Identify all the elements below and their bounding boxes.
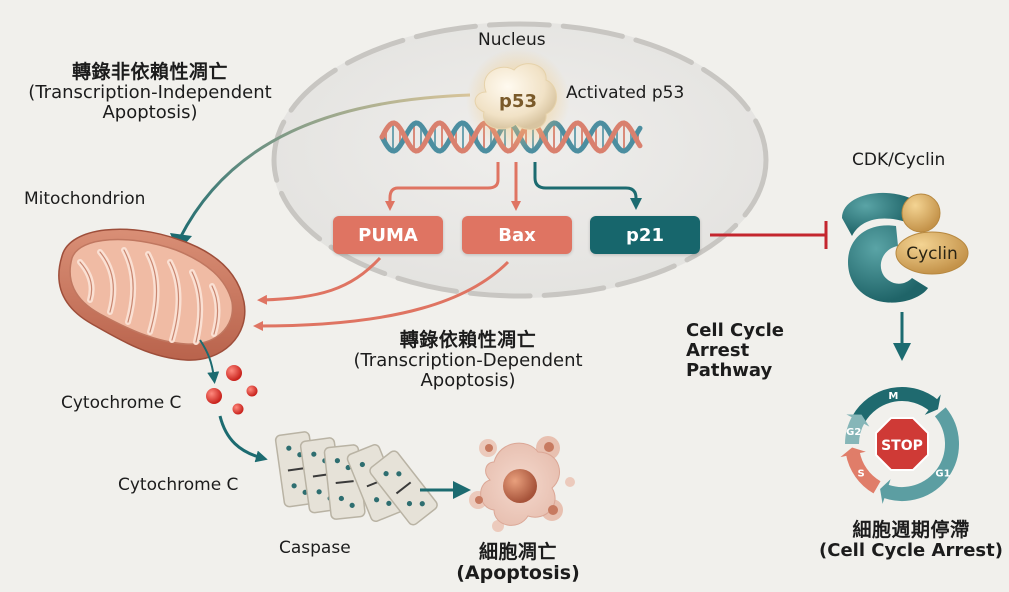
pathway-line-1: Cell Cycle [686, 320, 785, 341]
cell-cycle-arrest-label: 細胞週期停滯 (Cell Cycle Arrest) [818, 519, 1004, 562]
cycle-arrowhead [924, 394, 941, 415]
cycle-phase-arc-g1 [882, 407, 959, 501]
cycle-arrowhead [880, 479, 891, 504]
cycle-arrowhead [840, 447, 866, 458]
arrow-cytochrome-to-caspase [218, 415, 268, 463]
transcription-independent-en-2: Apoptosis) [102, 102, 198, 124]
p53-protein-icon [466, 48, 570, 152]
cycle-phase-label: S [857, 469, 864, 480]
cdk-cyclin-complex-icon [842, 192, 969, 303]
p21-inhibits-cdk [710, 221, 828, 249]
cdk-cyclin-title: CDK/Cyclin [852, 150, 946, 170]
transcription-dependent-en-2: Apoptosis) [420, 370, 516, 392]
cycle-phase-label: M [888, 391, 898, 402]
transcription-independent-label: 轉錄非依賴性凋亡 (Transcription-Independent Apop… [0, 61, 300, 124]
arrow-puma-to-mitochondrion [257, 256, 382, 305]
p53-label: p53 [499, 91, 537, 112]
cell-cycle-pathway-label: Cell Cycle Arrest Pathway [686, 321, 784, 380]
cytochrome-c-release-label: Cytochrome C [61, 393, 182, 413]
activated-p53-label: Activated p53 [566, 83, 685, 103]
nucleus-label: Nucleus [478, 30, 546, 50]
stop-label: STOP [881, 438, 923, 454]
cell-cycle-arrest-en: (Cell Cycle Arrest) [819, 540, 1003, 562]
transcription-independent-en-1: (Transcription-Independent [28, 82, 272, 104]
cycle-arrowhead [846, 414, 870, 427]
cytochrome-c-cascade-label: Cytochrome C [118, 475, 239, 495]
mitochondrion-label: Mitochondrion [24, 189, 146, 209]
caspase-label: Caspase [279, 538, 351, 558]
transcription-dependent-label: 轉錄依賴性凋亡 (Transcription-Dependent Apoptos… [318, 329, 618, 392]
cycle-phase-label: G2 [846, 427, 861, 438]
apoptosis-en: (Apoptosis) [456, 562, 580, 585]
mitochondrion-icon [58, 228, 246, 361]
stop-sign-icon: STOP [875, 417, 929, 471]
arrow-bax-to-mitochondrion [253, 260, 510, 331]
arrow-cytochrome-release [199, 339, 220, 384]
transcription-dependent-en-1: (Transcription-Dependent [353, 350, 583, 372]
cycle-phase-label: G1 [935, 469, 950, 480]
cell-cycle-arrest-zh: 細胞週期停滯 [852, 519, 970, 541]
cycle-phase-arc-m [852, 387, 939, 423]
pathway-line-2: Arrest [686, 339, 750, 361]
cytochrome-c-molecules [206, 365, 258, 415]
arrow-p53-to-puma [385, 162, 500, 211]
transcription-independent-arrow [178, 93, 471, 239]
apoptotic-cell-icon [469, 436, 575, 532]
transcription-dependent-zh: 轉錄依賴性凋亡 [399, 329, 537, 351]
arrow-p53-to-p21 [533, 162, 642, 210]
apoptosis-label: 細胞凋亡 (Apoptosis) [448, 541, 588, 585]
p21-box: p21 [590, 216, 700, 254]
apoptosis-zh: 細胞凋亡 [478, 541, 557, 563]
caspase-domino-icon [274, 431, 438, 526]
puma-box: PUMA [333, 216, 443, 254]
cycle-phase-arc-s [845, 451, 881, 494]
domino [369, 450, 438, 526]
cyclin-label: Cyclin [906, 244, 958, 264]
bax-box: Bax [462, 216, 572, 254]
transcription-independent-zh: 轉錄非依賴性凋亡 [71, 61, 228, 83]
cell-cycle-ring-icon: M G1 S G2 [840, 387, 959, 504]
pathway-line-3: Pathway [686, 359, 773, 381]
